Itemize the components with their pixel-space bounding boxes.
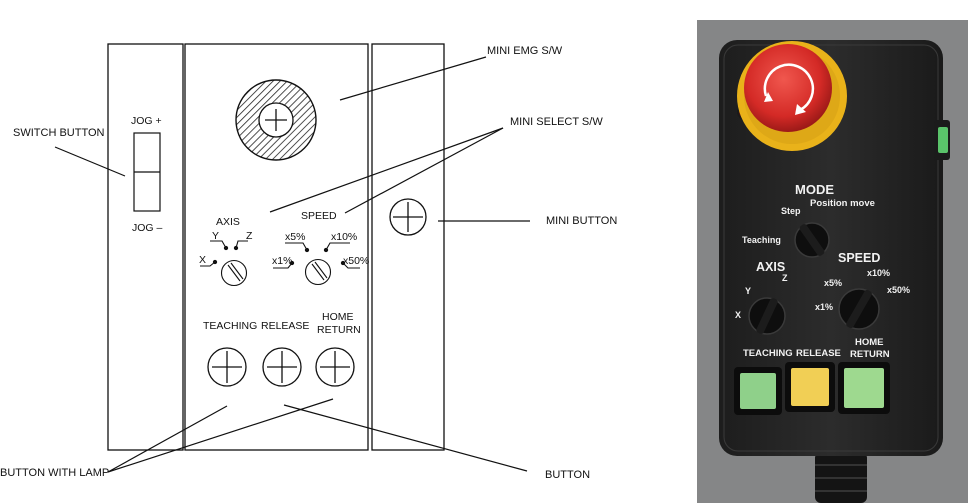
release-lamp-button-icon [785,362,835,412]
right-side-panel [371,43,445,451]
photo-mode-step: Step [781,206,801,216]
teaching-button-icon [207,347,247,387]
left-side-panel [107,43,184,451]
home-label-line2: RETURN [317,324,361,336]
speed-option-x50: x50% [343,255,369,267]
photo-home-label-1: HOME [855,337,884,348]
photo-speed-x1: x1% [815,302,833,312]
photo-mode-position-move: Position move [810,198,875,209]
center-panel [184,43,369,451]
speed-knob-photo-icon [838,288,880,330]
photo-axis-label: AXIS [756,260,785,274]
speed-option-x1: x1% [272,255,292,267]
axis-option-y: Y [212,230,219,242]
photo-speed-x10: x10% [867,268,890,278]
callout-switch-button: SWITCH BUTTON [13,127,105,139]
photo-axis-x: X [735,310,741,320]
speed-option-x10: x10% [331,231,357,243]
photo-axis-z: Z [782,273,788,283]
photo-mode-teaching: Teaching [742,235,781,245]
speed-selector-icon [273,242,360,286]
jog-minus-label: JOG – [132,222,163,234]
teaching-lamp-button-icon [734,367,782,415]
photo-home-label-2: RETURN [850,349,890,360]
release-label: RELEASE [261,320,309,332]
axis-knob-photo-icon [748,297,786,335]
teaching-label: TEACHING [203,320,257,332]
axis-option-x: X [199,254,206,266]
speed-label: SPEED [301,210,337,222]
home-return-lamp-button-icon [838,362,890,414]
callout-button-with-lamp: BUTTON WITH LAMP [0,467,109,479]
home-return-button-icon [315,347,355,387]
technical-drawing: JOG + JOG – AXIS Y Z X SPEED x5% x10% x1… [0,43,617,481]
leader-lines [54,56,530,473]
callout-button: BUTTON [545,469,590,481]
photo-mode-label: MODE [795,182,834,197]
photo-teaching-label: TEACHING [743,348,793,359]
release-button-icon [262,347,302,387]
home-label-line1: HOME [322,311,354,323]
mini-button-icon [389,198,427,236]
photo-axis-y: Y [745,286,751,296]
speed-option-x5: x5% [285,231,305,243]
jog-plus-label: JOG + [131,115,162,127]
photo-release-label: RELEASE [796,348,841,359]
photo-speed-x5: x5% [824,278,842,288]
axis-selector-icon [200,240,248,287]
axis-option-z: Z [246,230,253,242]
emergency-stop-photo-icon [737,41,847,151]
pendant-photo: MODE Step Position move Teaching AXIS Y … [697,20,968,503]
mode-knob-icon [794,222,830,258]
callout-mini-select: MINI SELECT S/W [510,116,603,128]
photo-speed-label: SPEED [838,251,880,265]
photo-speed-x50: x50% [887,285,910,295]
axis-label: AXIS [216,216,240,228]
callout-mini-emg: MINI EMG S/W [487,45,563,57]
callout-mini-button: MINI BUTTON [546,215,617,227]
